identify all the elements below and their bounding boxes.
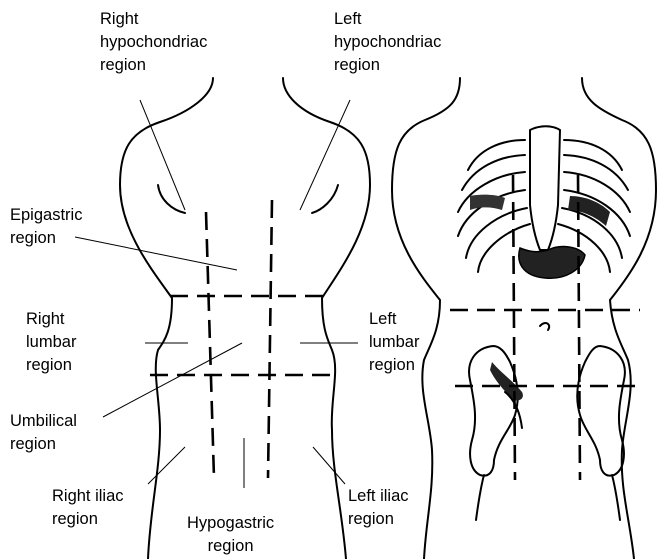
left-lumbar-label: Left lumbar region: [369, 308, 419, 377]
hypogastric-label: Hypogastric region: [187, 512, 274, 558]
left-figure-region-lines: [150, 200, 330, 478]
umbilical-label: Umbilical region: [10, 410, 77, 456]
right-lumbar-label: Right lumbar region: [26, 308, 76, 377]
left-hypochondriac-label: Left hypochondriac region: [334, 8, 441, 77]
right-hypochondriac-label: Right hypochondriac region: [100, 8, 207, 77]
right-iliac-label: Right iliac region: [52, 485, 124, 531]
left-figure-outline: [120, 78, 370, 559]
epigastric-label: Epigastric region: [10, 204, 82, 250]
right-figure-region-lines: [450, 175, 640, 480]
leader-lines: [75, 100, 358, 488]
right-figure-outline: [392, 78, 656, 559]
pelvis: [469, 323, 625, 520]
rib-cage: [458, 126, 630, 278]
left-iliac-label: Left iliac region: [348, 485, 409, 531]
